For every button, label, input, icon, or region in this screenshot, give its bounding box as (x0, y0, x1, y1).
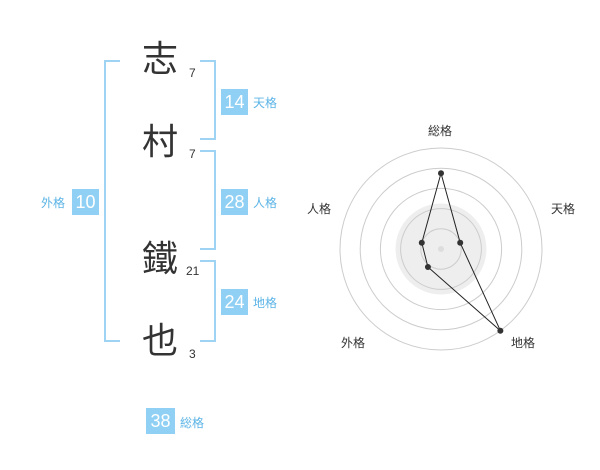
radar-center (438, 246, 444, 252)
radar-point-4 (424, 263, 431, 270)
chikaku-label: 地格 (253, 296, 278, 310)
radar-label-tenkaku: 天格 (551, 202, 576, 216)
radar-ring-4 (359, 167, 523, 331)
radar-point-2 (457, 239, 464, 246)
soukaku-label: 総格 (180, 416, 205, 430)
jinkaku-badge: 28 (221, 189, 248, 215)
gaikaku-label: 外格 (41, 196, 66, 210)
radar-point-3 (497, 327, 504, 334)
name-char-1: 志 (142, 39, 179, 80)
radar-label-gaikaku: 外格 (341, 336, 366, 350)
chikaku-badge: 24 (221, 289, 248, 315)
radar-grid (339, 147, 543, 351)
tenkaku-badge: 14 (221, 89, 248, 115)
tenkaku-label: 天格 (253, 96, 278, 110)
name-char-2: 村 (142, 122, 179, 163)
radar-ring-5 (339, 147, 543, 351)
name-char-4: 也 (142, 321, 179, 362)
stroke-count-4: 3 (189, 347, 196, 361)
gaikaku-bracket (104, 60, 120, 342)
stroke-count-3: 21 (186, 264, 200, 278)
radar-points (418, 170, 504, 334)
radar-ring-3 (379, 187, 503, 311)
gaikaku-badge: 10 (72, 189, 99, 215)
radar-ring-2 (400, 208, 482, 290)
radar-point-5 (418, 239, 425, 246)
name-char-3: 鐵 (142, 239, 179, 280)
chikaku-bracket (200, 260, 216, 342)
jinkaku-label: 人格 (253, 196, 278, 210)
soukaku-badge: 38 (146, 408, 175, 434)
radar-label-soukaku: 総格 (428, 124, 453, 138)
radar-point-1 (438, 170, 444, 177)
stroke-count-2: 7 (189, 147, 196, 161)
radar-ring-1 (420, 228, 462, 270)
radar-label-jinkaku: 人格 (307, 202, 332, 216)
radar-shape (421, 171, 501, 332)
stroke-count-1: 7 (189, 66, 196, 80)
radar-label-chikaku: 地格 (511, 336, 536, 350)
jinkaku-bracket (200, 150, 216, 250)
tenkaku-bracket (200, 60, 216, 140)
